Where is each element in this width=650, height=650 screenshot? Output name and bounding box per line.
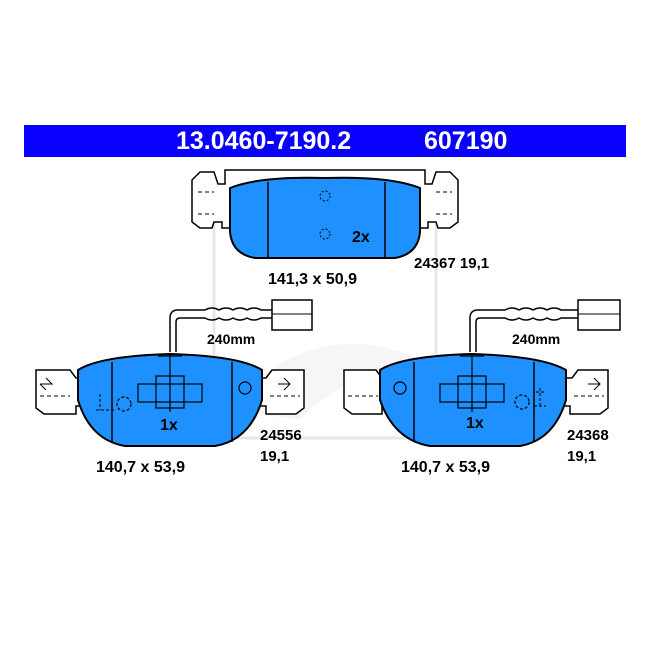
right-pad-quantity: 1x bbox=[466, 415, 484, 432]
right-pad-friction bbox=[379, 352, 567, 447]
left-sensor-length: 240mm bbox=[207, 331, 255, 347]
top-pad-group: 2x 141,3 x 50,9 24367 19,1 bbox=[191, 169, 489, 288]
right-sensor-wire bbox=[469, 307, 578, 352]
left-sensor-wire bbox=[169, 307, 272, 352]
left-pad-thickness: 19,1 bbox=[260, 448, 289, 465]
right-pad-wva: 24368 bbox=[567, 427, 609, 444]
reference-number: 607190 bbox=[424, 127, 508, 155]
right-sensor-length: 240mm bbox=[512, 331, 560, 347]
left-pad-group: 240mm 1x 140,7 x 53,9 24556 19,1 bbox=[35, 299, 313, 476]
title-bar: 13.0460-7190.2 607190 bbox=[24, 125, 626, 157]
right-pad-thickness: 19,1 bbox=[567, 448, 596, 465]
right-pad-group: 240mm 1x 140,7 x 53,9 24368 19,1 bbox=[343, 299, 621, 476]
top-pad-friction bbox=[229, 176, 421, 259]
top-pad-wva: 24367 19,1 bbox=[414, 255, 489, 272]
top-pad-dimensions: 141,3 x 50,9 bbox=[268, 271, 357, 288]
right-pad-dimensions: 140,7 x 53,9 bbox=[401, 459, 490, 476]
left-pad-quantity: 1x bbox=[160, 417, 178, 434]
right-sensor-connector bbox=[577, 299, 621, 331]
left-pad-dimensions: 140,7 x 53,9 bbox=[96, 459, 185, 476]
top-pad-quantity: 2x bbox=[352, 229, 370, 246]
left-sensor-connector bbox=[271, 299, 313, 331]
part-number: 13.0460-7190.2 bbox=[176, 127, 352, 155]
left-pad-wva: 24556 bbox=[260, 427, 302, 444]
